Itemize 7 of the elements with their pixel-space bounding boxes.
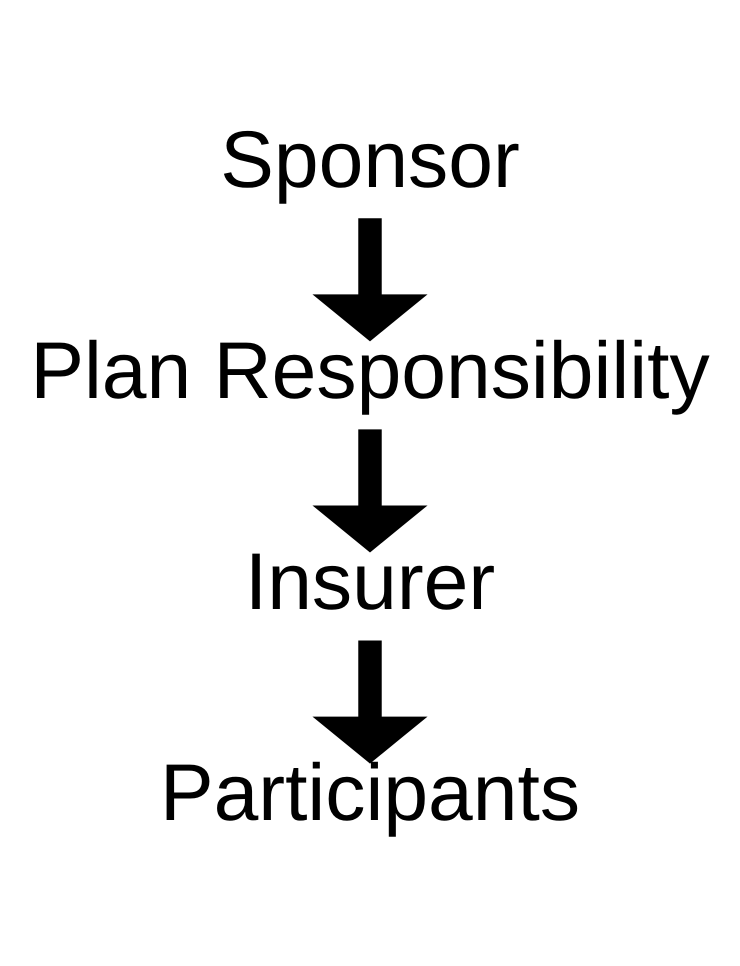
node-text: Sponsor (220, 114, 520, 204)
arrow (312, 640, 428, 764)
node-text: Plan Responsibility (30, 325, 710, 416)
arrow (312, 428, 428, 552)
node-text: Participants (160, 748, 580, 838)
arrow (312, 218, 428, 341)
node-text: Insurer (244, 536, 496, 627)
